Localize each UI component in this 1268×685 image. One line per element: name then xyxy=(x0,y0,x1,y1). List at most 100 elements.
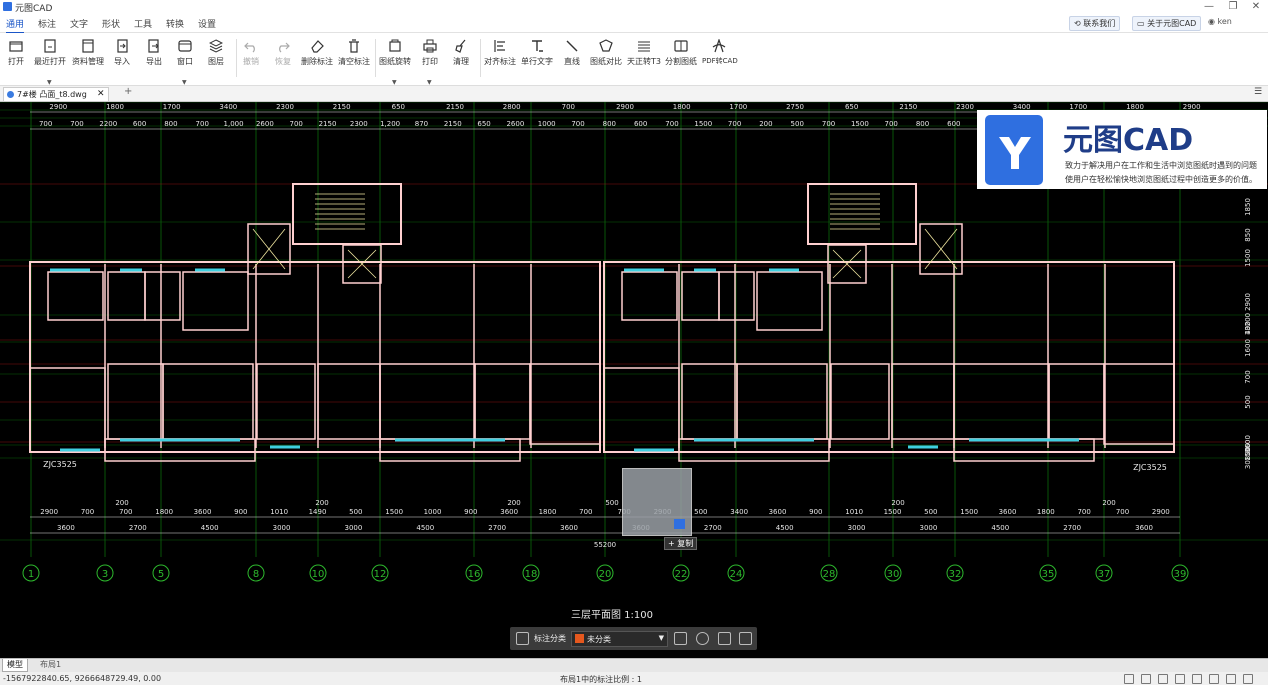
minimize-button[interactable]: — xyxy=(1204,1,1214,12)
menu-settings[interactable]: 设置 xyxy=(198,20,217,30)
undo-icon xyxy=(244,42,255,53)
app-logo-icon xyxy=(3,2,12,11)
annotation-category-select[interactable]: 未分类 ▼ xyxy=(571,631,668,647)
window-tag: ZJC3525 xyxy=(1133,463,1167,472)
close-button[interactable]: ✕ xyxy=(1251,1,1261,12)
bottom-dimension: 1010 xyxy=(845,508,863,516)
import-button[interactable]: 导入 xyxy=(105,37,139,81)
open-button[interactable]: 打开 xyxy=(0,37,33,81)
about-button[interactable]: ▭ 关于元图CAD xyxy=(1132,16,1202,31)
top-dimension: 600 xyxy=(947,120,960,128)
shaft-cross xyxy=(252,228,286,270)
layout1-tab[interactable]: 布局1 xyxy=(40,660,62,669)
toolbar-divider xyxy=(236,39,237,77)
right-dimension: 2900 xyxy=(1244,293,1252,311)
menu-tools[interactable]: 工具 xyxy=(134,20,153,30)
osnap-icon[interactable] xyxy=(1192,674,1202,684)
top-dimension: 650 xyxy=(845,103,858,111)
menu-text[interactable]: 文字 xyxy=(70,20,89,30)
export-button[interactable]: 导出 xyxy=(137,37,171,81)
bottom-dimension: 4500 xyxy=(416,524,434,532)
duplicate-icon[interactable] xyxy=(739,632,752,645)
layers-button[interactable]: 图层 xyxy=(199,37,233,81)
resource-manager-button[interactable]: 资料管理 xyxy=(71,37,105,81)
promo-title: 元图CAD xyxy=(1063,123,1194,158)
model-tab[interactable]: 模型 xyxy=(2,659,28,672)
single-line-text-button[interactable]: 单行文字 xyxy=(520,37,554,81)
right-dimension: 13200 xyxy=(1244,313,1252,335)
split-drawing-button[interactable]: 分割图纸 xyxy=(664,37,698,81)
bottom-dimension: 3000 xyxy=(848,524,866,532)
single-line-text-label: 单行文字 xyxy=(521,57,553,66)
otrack-icon[interactable] xyxy=(1209,674,1219,684)
promo-banner[interactable]: 元图CAD 致力于解决用户在工作和生活中浏览图纸时遇到的问题 使用户在轻松愉快地… xyxy=(977,110,1267,189)
undo-button[interactable]: 撤销 xyxy=(234,37,268,81)
room xyxy=(736,363,828,440)
menu-general[interactable]: 通用 xyxy=(6,17,25,34)
lineweight-icon[interactable] xyxy=(1226,674,1236,684)
cursor-coordinates: -1567922840.65, 9266648729.49, 0.00 xyxy=(3,674,162,683)
shaft-cross xyxy=(924,228,958,270)
refresh-icon: ⟲ xyxy=(1074,19,1084,28)
undo-label: 撤销 xyxy=(243,57,259,66)
axis-label: 32 xyxy=(949,569,962,580)
tangent-to-t3-button[interactable]: 天正转T3 xyxy=(627,37,661,81)
pdf-to-cad-button[interactable]: PDF转CAD xyxy=(702,37,738,81)
compare-icon xyxy=(599,39,613,52)
document-tab[interactable]: 7#楼 凸面_t8.dwg ✕ xyxy=(3,87,109,101)
compare-drawing-button[interactable]: 图纸对比 xyxy=(589,37,623,81)
edit-icon[interactable] xyxy=(674,632,687,645)
grid-icon[interactable] xyxy=(516,632,529,645)
menu-icon[interactable]: ☰ xyxy=(1254,87,1263,97)
top-dimension: 2150 xyxy=(319,120,337,128)
building-outline xyxy=(603,261,1175,453)
recent-open-button[interactable]: 最近打开▼ xyxy=(33,37,67,86)
top-dimension: 650 xyxy=(392,103,405,111)
window-button[interactable]: 窗口▼ xyxy=(168,37,202,86)
polar-icon[interactable] xyxy=(1175,674,1185,684)
top-dimension: 2150 xyxy=(446,103,464,111)
top-dimension: 2150 xyxy=(899,103,917,111)
menu-annotate[interactable]: 标注 xyxy=(38,20,57,30)
snap-icon[interactable] xyxy=(1124,674,1134,684)
locate-icon[interactable] xyxy=(696,632,709,645)
room xyxy=(830,363,890,440)
top-dimension: 600 xyxy=(133,120,146,128)
maximize-button[interactable]: ❐ xyxy=(1228,1,1238,12)
delete-annotation-button[interactable]: 删除标注 xyxy=(300,37,334,81)
grid-toggle-icon[interactable] xyxy=(1141,674,1151,684)
right-dimension: 1500 xyxy=(1244,249,1252,267)
contact-us-button[interactable]: ⟲ 联系我们 xyxy=(1069,16,1121,31)
add-tab-button[interactable]: + xyxy=(124,86,133,97)
room xyxy=(107,271,146,321)
axis-bubble xyxy=(1095,564,1113,582)
resource-icon xyxy=(82,39,94,53)
right-dimension: 850 xyxy=(1244,228,1252,241)
redo-button[interactable]: 恢复 xyxy=(266,37,300,81)
ortho-icon[interactable] xyxy=(1158,674,1168,684)
close-tab-icon[interactable]: ✕ xyxy=(97,89,105,99)
axis-bubble xyxy=(672,564,690,582)
right-dimension: 1500 xyxy=(1244,443,1252,461)
tangent-to-t3-label: 天正转T3 xyxy=(627,57,661,66)
menu-convert[interactable]: 转换 xyxy=(166,20,185,30)
small-dimension: 200 xyxy=(1102,499,1115,507)
right-dimension: 400 xyxy=(1244,321,1252,334)
user-account[interactable]: ◉ ken xyxy=(1208,17,1232,26)
bottom-dimension: 1800 xyxy=(1037,508,1055,516)
rotate-drawing-button[interactable]: 图纸旋转▼ xyxy=(378,37,412,86)
dropdown-arrow-icon: ▼ xyxy=(182,79,187,86)
clean-button[interactable]: 清理 xyxy=(444,37,478,81)
print-button[interactable]: 打印▼ xyxy=(413,37,447,86)
recent-open-label: 最近打开 xyxy=(34,57,66,66)
elevator-shaft xyxy=(827,244,867,284)
clear-annotation-button[interactable]: 清空标注 xyxy=(337,37,371,81)
room xyxy=(29,367,106,453)
copy-doc-icon[interactable] xyxy=(718,632,731,645)
settings-icon[interactable] xyxy=(1243,674,1253,684)
line-button[interactable]: 直线 xyxy=(555,37,589,81)
menu-shape[interactable]: 形状 xyxy=(102,20,121,30)
align-annotation-button[interactable]: 对齐标注 xyxy=(483,37,517,81)
top-dimension: 1500 xyxy=(851,120,869,128)
